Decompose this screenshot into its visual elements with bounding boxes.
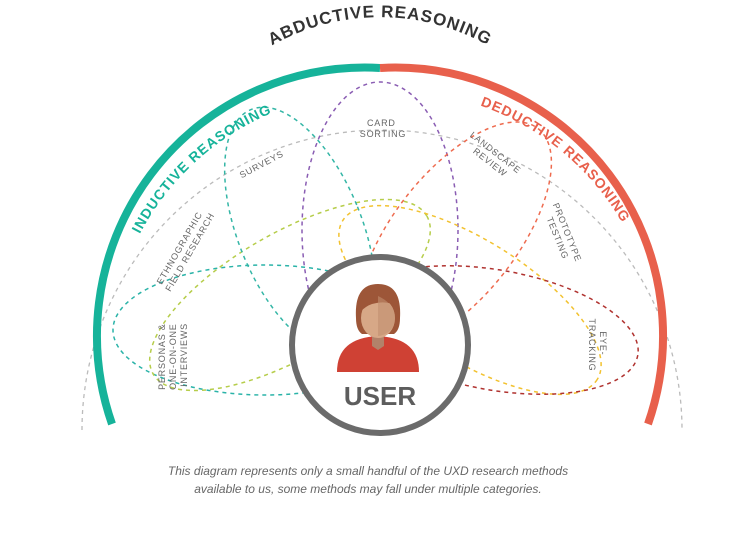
eye-tracking-ellipse: [351, 265, 639, 395]
abductive-title: ABDUCTIVE REASONING: [265, 2, 495, 49]
caption: This diagram represents only a small han…: [0, 462, 736, 498]
caption-line-1: This diagram represents only a small han…: [167, 464, 569, 478]
prototype-testing-ellipse: [338, 204, 602, 396]
method-label-prototype-testing: PROTOTYPE TESTING: [541, 201, 585, 270]
method-label-surveys: SURVEYS: [238, 149, 285, 181]
method-label-ethnographic: ETHNOGRAPHIC FIELD RESEARCH: [154, 205, 217, 293]
method-label-eye-tracking: EYE- TRACKING: [587, 319, 608, 372]
card-sorting-ellipse: [301, 81, 459, 379]
ethnographic-ellipse: [148, 198, 432, 392]
outer-dashed-arc: [81, 129, 683, 431]
caption-line-2: available to us, some methods may fall u…: [194, 482, 542, 496]
user-label: USER: [344, 381, 416, 411]
method-label-personas: PERSONAS & ONE-ON-ONE INTERVIEWS: [157, 320, 189, 390]
user-avatar-icon: [337, 284, 419, 372]
deductive-arc: [379, 63, 667, 426]
landscape-review-ellipse: [357, 121, 553, 349]
inductive-arc: [93, 63, 381, 426]
user-circle: USER: [289, 254, 471, 436]
method-label-card-sorting: CARD SORTING: [360, 118, 406, 139]
method-label-landscape-review: LANDSCAPE REVIEW: [461, 130, 525, 187]
